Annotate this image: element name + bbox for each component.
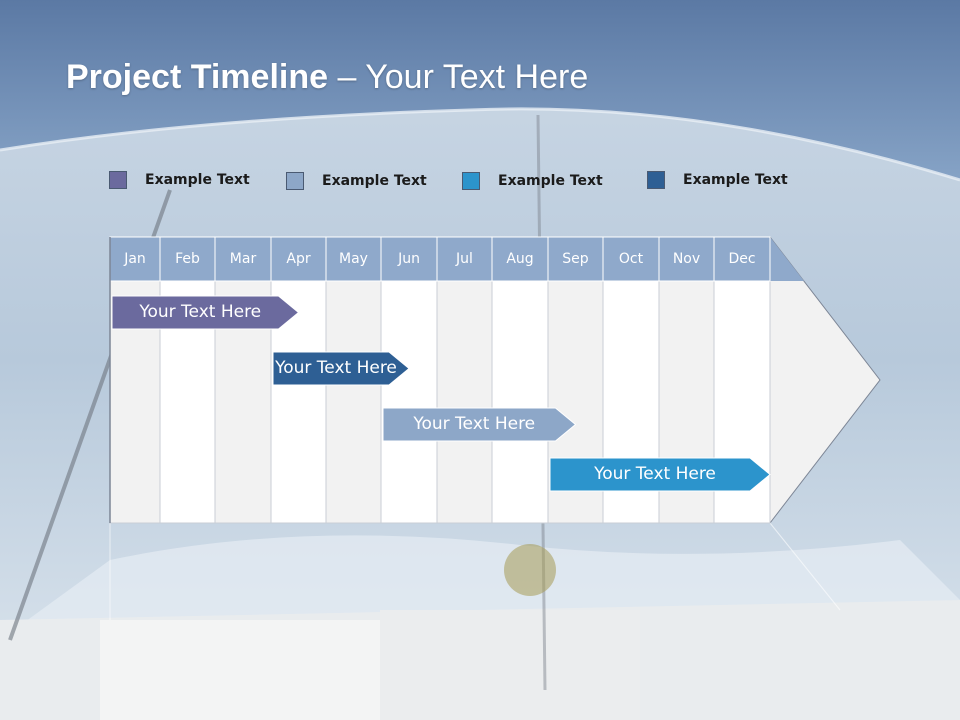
task-bar-label: Your Text Here [139,302,262,322]
legend-label: Example Text [145,172,250,188]
month-header-oct [602,236,660,282]
month-label: Jun [398,251,420,267]
task-bar-label: Your Text Here [275,358,397,378]
legend-swatch [462,172,480,190]
month-label: Apr [286,251,311,267]
month-header-jun [380,236,438,282]
timeline-arrow-header [770,237,804,281]
month-header-apr [270,236,327,282]
month-label: Sep [562,251,589,267]
month-label: Oct [618,251,644,267]
legend-swatch [109,171,127,189]
legend-label: Example Text [322,173,427,189]
month-header-aug [491,236,549,282]
task-bars [111,295,771,492]
task-bar [111,295,300,330]
month-header-dec [713,236,771,282]
month-column-aug [491,280,549,524]
legend-swatch [647,171,665,189]
month-column-jun [380,280,438,524]
month-label: Nov [672,251,701,267]
month-header-sep [547,236,604,282]
month-label: May [339,251,368,267]
month-label: Dec [728,251,756,267]
task-bar [549,457,771,492]
month-header-may [325,236,382,282]
legend-item-4: Example Text [647,170,788,190]
month-header-mar [214,236,272,282]
month-label: Feb [175,251,200,267]
legend-item-2: Example Text [286,171,427,191]
task-bar [382,407,577,442]
month-header-nov [658,236,715,282]
task-bar-label: Your Text Here [413,414,536,434]
slide-title: Project Timeline – Your Text Here [66,58,588,97]
month-label: Jan [124,251,146,267]
month-label: Aug [506,251,534,267]
month-label: Mar [229,251,257,267]
legend-label: Example Text [683,172,788,188]
month-header-jul [436,236,493,282]
title-bold: Project Timeline [66,58,329,96]
task-bar [272,351,410,386]
month-column-jul [436,280,493,524]
title-rest: – Your Text Here [328,58,589,96]
legend-label: Example Text [498,173,603,189]
legend-swatch [286,172,304,190]
month-label: Jul [456,251,473,267]
legend-item-3: Example Text [462,171,603,191]
task-bar-label: Your Text Here [594,464,716,484]
month-column-may [325,280,382,524]
legend-item-1: Example Text [109,170,250,190]
